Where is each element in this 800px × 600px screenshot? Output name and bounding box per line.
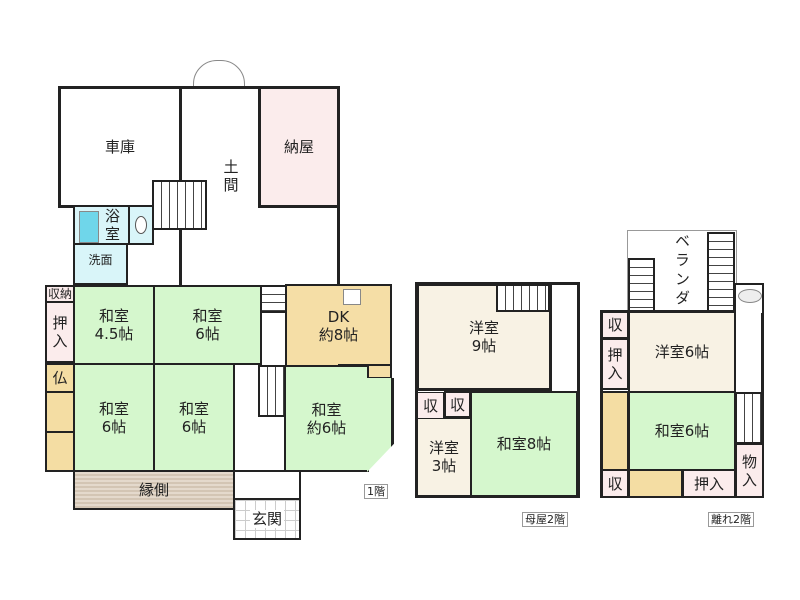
- altar: 仏: [45, 363, 75, 393]
- closet: 押 入: [45, 301, 75, 363]
- stove-icon: [343, 289, 361, 305]
- alcove: [601, 391, 629, 471]
- room-western-6: 洋室6帖: [628, 311, 736, 393]
- stairs: [707, 232, 735, 312]
- stairs: [735, 392, 763, 444]
- shelf: [628, 469, 683, 498]
- toilet: [128, 205, 154, 245]
- room-washitsu-approx-6: 和室 約6帖: [284, 365, 369, 472]
- closet: 押入: [682, 469, 736, 498]
- bay-window: [367, 378, 394, 472]
- genkan: 玄関: [233, 498, 301, 540]
- entrance-hall: [233, 470, 301, 500]
- room-washitsu-6: 和室6帖: [628, 391, 736, 471]
- storage: 収: [601, 311, 629, 339]
- engawa: 縁側: [73, 470, 235, 510]
- room-washitsu-6: 和室 6帖: [153, 285, 262, 365]
- floor-label: 1階: [364, 484, 388, 499]
- stairs: [628, 258, 655, 312]
- storage: 収納: [45, 285, 75, 303]
- toilet-icon: [738, 289, 762, 303]
- toilet-icon: [135, 216, 147, 234]
- floor-label: 離れ2階: [708, 512, 754, 527]
- storage: 収: [601, 469, 629, 498]
- stairs: [496, 284, 550, 312]
- stairs: [152, 180, 207, 230]
- room-bath: 浴 室: [73, 205, 130, 245]
- closet: 押 入: [601, 338, 629, 390]
- bathtub-icon: [79, 211, 99, 243]
- stairs: [258, 365, 286, 417]
- storage: 収: [417, 392, 444, 419]
- room-washitsu-6: 和室 6帖: [153, 363, 235, 472]
- room-washroom: 洗面: [73, 243, 128, 285]
- floor-label: 母屋2階: [522, 512, 568, 527]
- doma-label: 土 間: [223, 158, 239, 194]
- stairs: [260, 285, 287, 313]
- room-garage: 車庫: [58, 86, 182, 208]
- alcove: [45, 391, 75, 433]
- cupboard: 物 入: [735, 443, 764, 498]
- room-washitsu-8: 和室8帖: [470, 391, 578, 497]
- room-washitsu-6: 和室 6帖: [73, 363, 155, 472]
- room-western-3: 洋室 3帖: [417, 418, 471, 496]
- storage: 収: [444, 391, 471, 418]
- alcove: [45, 431, 75, 472]
- room-dk: DK 約8帖: [285, 284, 392, 367]
- room-storehouse: 納屋: [258, 86, 340, 208]
- room-washitsu-4-5: 和室 4.5帖: [73, 285, 155, 365]
